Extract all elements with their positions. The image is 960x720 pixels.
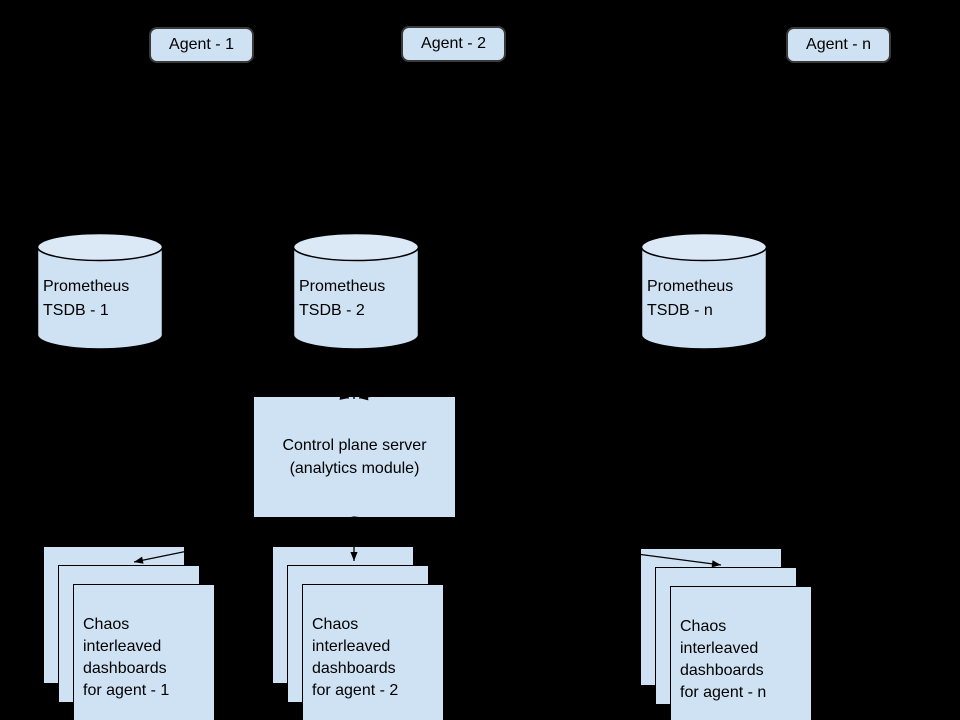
cylinder-top (640, 232, 768, 262)
tsdb-cylinder-n: Prometheus TSDB - n (640, 232, 768, 350)
dashboard-2-label: Chaos interleaved dashboards for agent -… (312, 614, 443, 702)
dashboard-1-line2: interleaved (83, 638, 162, 655)
arrow-tsdb1-to-control (96, 349, 350, 400)
arrow-tsdbn-to-control (358, 349, 705, 401)
cylinder-shape (292, 232, 420, 350)
tsdb-cylinder-2: Prometheus TSDB - 2 (292, 232, 420, 350)
tsdb-n-line2: TSDB - n (647, 302, 713, 319)
control-plane-line2: (analytics module) (289, 460, 420, 477)
cylinder-shape (640, 232, 768, 350)
cylinder-shape (36, 232, 164, 350)
dashboard-2-line1: Chaos (312, 616, 359, 633)
agent-2-label: Agent - 2 (421, 35, 486, 52)
control-plane-node: Control plane server (analytics module) (254, 397, 455, 517)
tsdb-2-line1: Prometheus (299, 278, 386, 295)
cylinder-body (292, 247, 420, 350)
dashboard-sheet-front: Chaos interleaved dashboards for agent -… (73, 584, 215, 720)
tsdb-cylinder-1: Prometheus TSDB - 1 (36, 232, 164, 350)
dashboard-1-label: Chaos interleaved dashboards for agent -… (83, 614, 214, 702)
dashboard-n-line4: for agent - n (680, 684, 767, 701)
cylinder-top (292, 232, 420, 262)
tsdb-2-line2: TSDB - 2 (299, 302, 365, 319)
cylinder-body (36, 247, 164, 350)
agent-2-node: Agent - 2 (401, 26, 506, 62)
dashboard-n-label: Chaos interleaved dashboards for agent -… (680, 616, 811, 704)
control-plane-line1: Control plane server (282, 437, 427, 454)
tsdb-1-label: Prometheus TSDB - 1 (43, 275, 129, 323)
agent-1-label: Agent - 1 (169, 36, 234, 53)
dashboard-1-line3: dashboards (83, 660, 167, 677)
cylinder-body (640, 247, 768, 350)
agent-n-node: Agent - n (786, 27, 891, 63)
dashboard-sheet-front: Chaos interleaved dashboards for agent -… (670, 586, 812, 720)
cylinder-top (36, 232, 164, 262)
dashboard-stack-n: Chaos interleaved dashboards for agent -… (640, 548, 845, 720)
dashboard-sheet-front: Chaos interleaved dashboards for agent -… (302, 584, 444, 720)
dashboard-n-line3: dashboards (680, 662, 764, 679)
dashboard-stack-2: Chaos interleaved dashboards for agent -… (272, 546, 477, 720)
dashboard-1-line4: for agent - 1 (83, 682, 170, 699)
dashboard-2-line4: for agent - 2 (312, 682, 399, 699)
tsdb-2-label: Prometheus TSDB - 2 (299, 275, 385, 323)
dashboard-n-line2: interleaved (680, 640, 759, 657)
dashboard-n-line1: Chaos (680, 618, 727, 635)
tsdb-n-label: Prometheus TSDB - n (647, 275, 733, 323)
tsdb-1-line1: Prometheus (43, 278, 130, 295)
tsdb-1-line2: TSDB - 1 (43, 302, 109, 319)
dashboard-2-line2: interleaved (312, 638, 391, 655)
dashboard-1-line1: Chaos (83, 616, 130, 633)
tsdb-n-line1: Prometheus (647, 278, 734, 295)
agent-1-node: Agent - 1 (149, 27, 254, 63)
dashboard-2-line3: dashboards (312, 660, 396, 677)
agent-n-label: Agent - n (806, 36, 871, 53)
dashboard-stack-1: Chaos interleaved dashboards for agent -… (43, 546, 248, 720)
